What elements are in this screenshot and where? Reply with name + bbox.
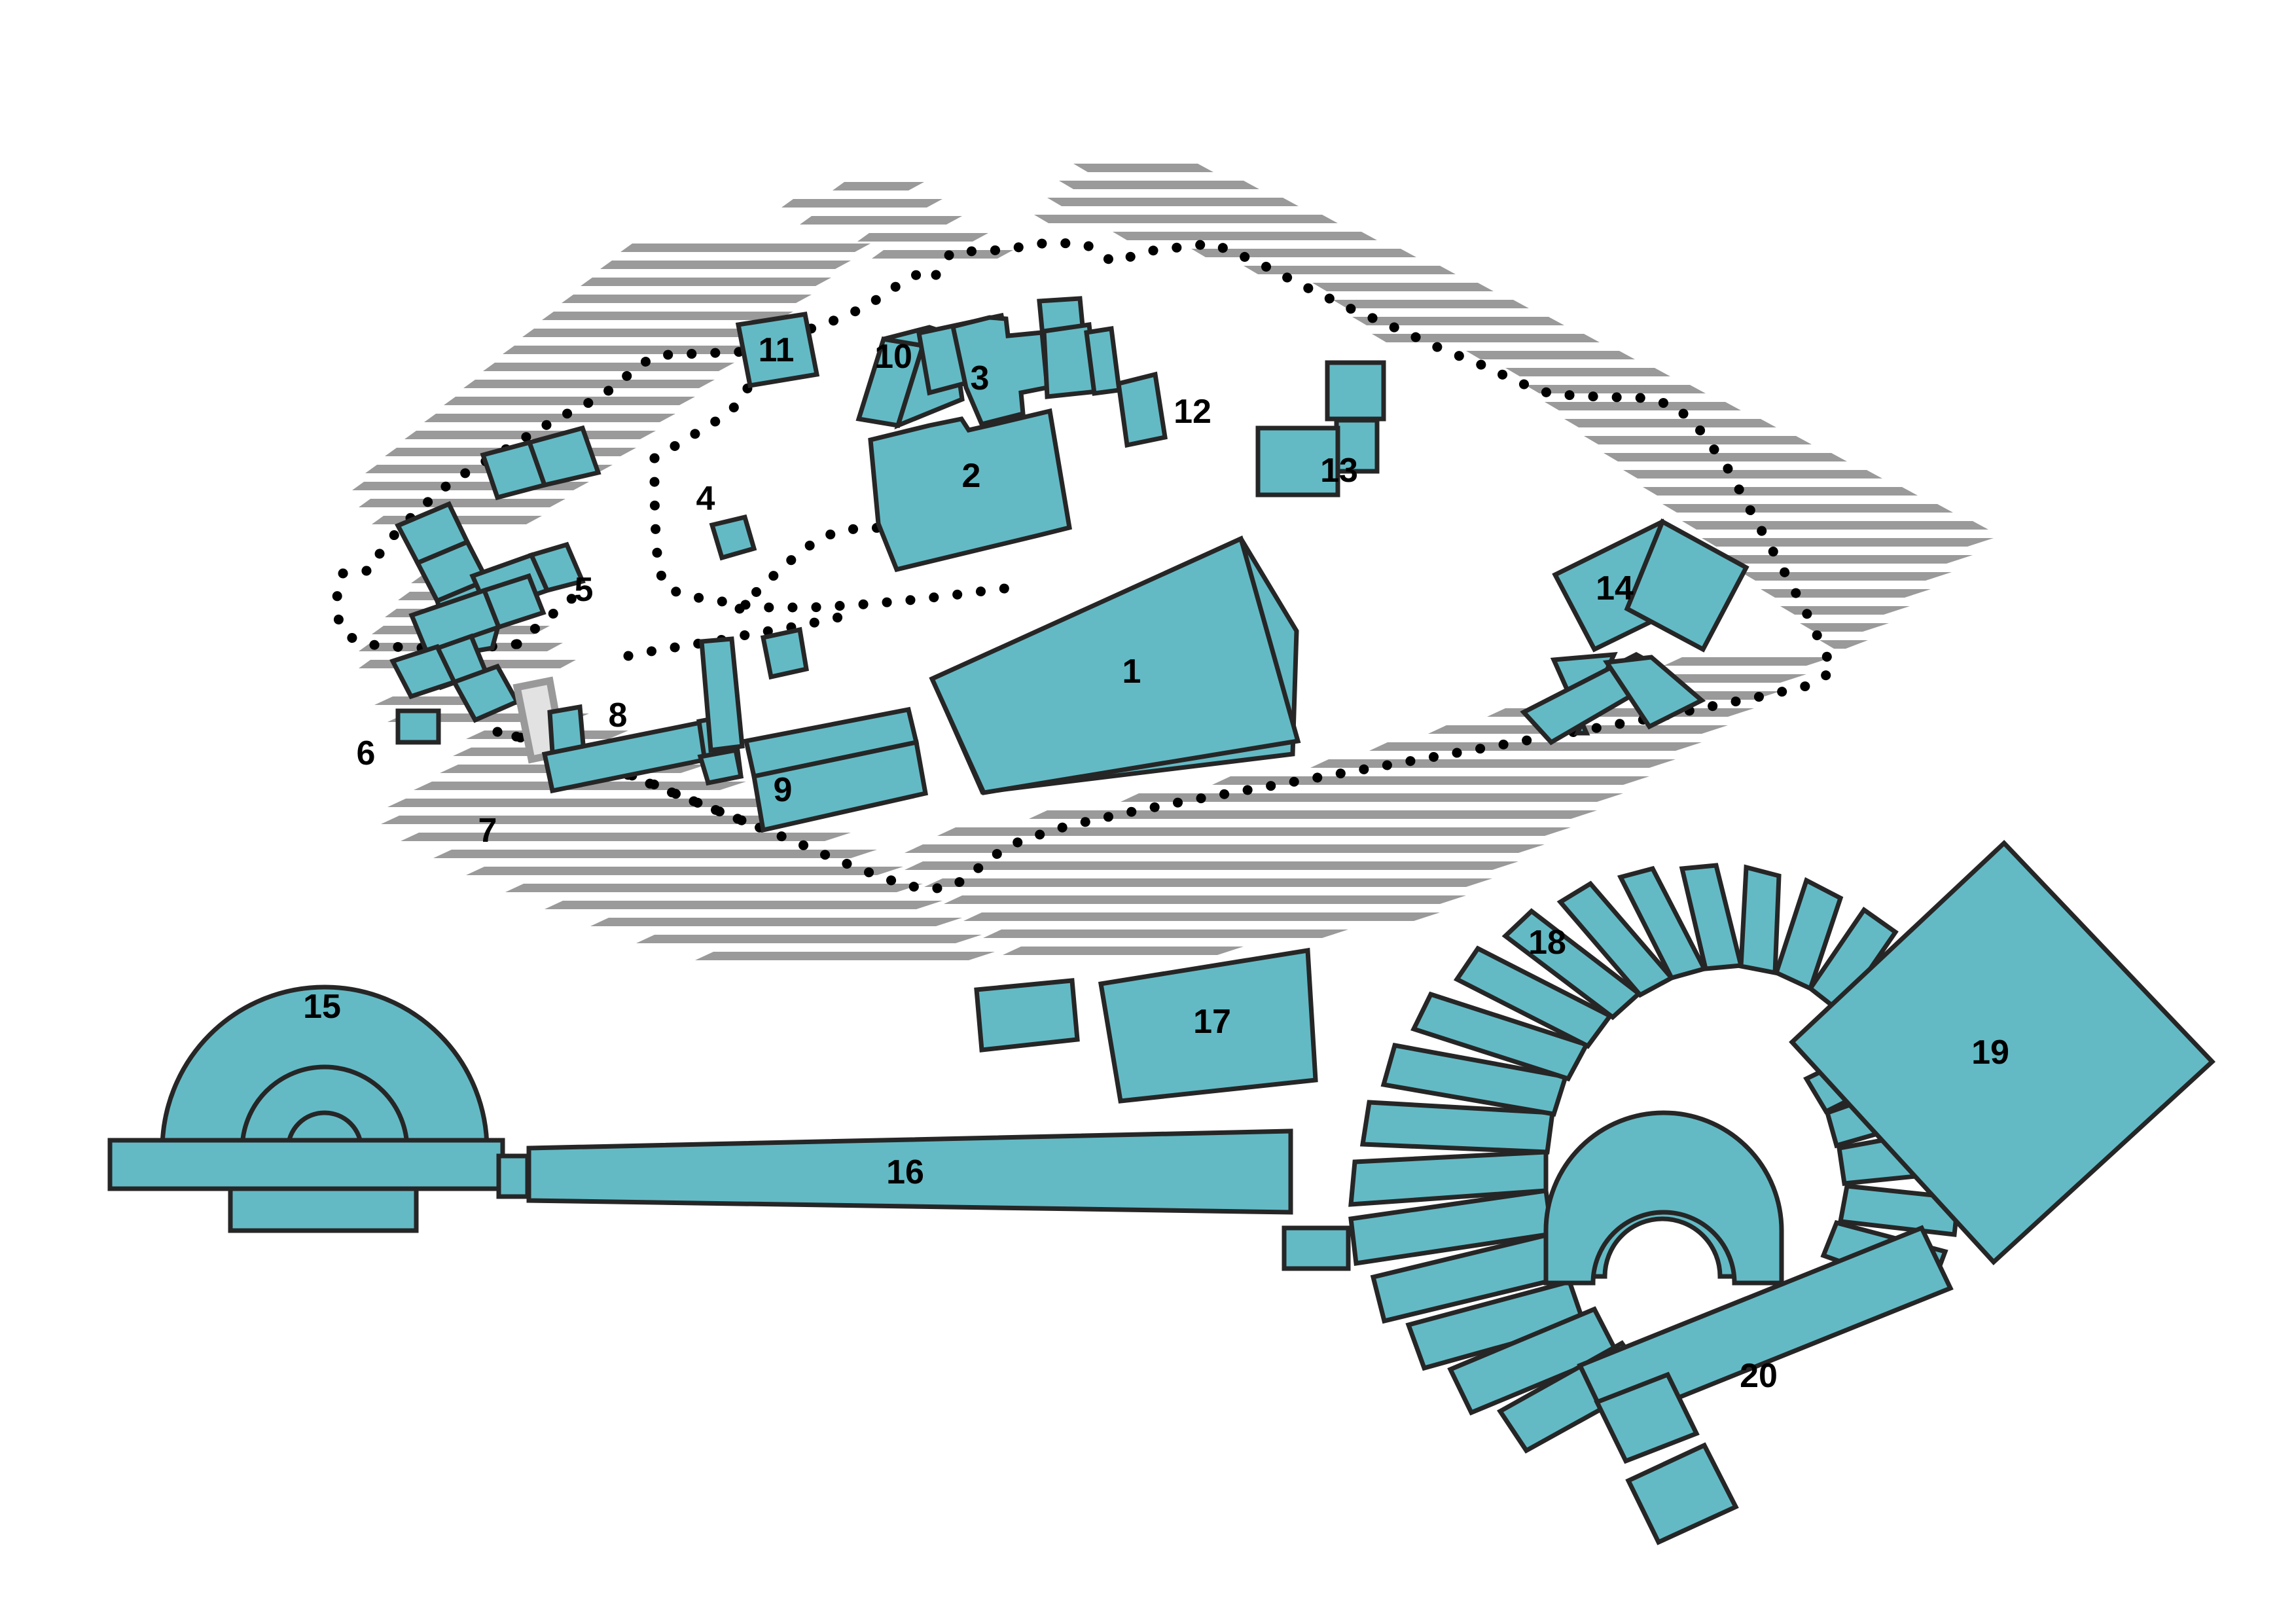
label-20: 20 — [1740, 1357, 1778, 1395]
structure-15-stage-block — [228, 1186, 419, 1233]
structure-14[interactable] — [1520, 651, 1706, 746]
label-14: 14 — [1596, 569, 1634, 607]
hachure-top-left-peak — [781, 182, 1013, 259]
label-2: 2 — [962, 457, 981, 495]
hachure-southwest — [374, 696, 995, 960]
structure-13[interactable] — [1255, 360, 1386, 497]
structure-5[interactable] — [480, 425, 601, 501]
structure-17-annex[interactable] — [974, 978, 1080, 1053]
label-10: 10 — [874, 338, 912, 376]
label-11: 11 — [759, 331, 795, 369]
escarpment-hachure-group — [352, 164, 1994, 960]
boundary-west-loop — [649, 453, 1026, 613]
structure-17[interactable] — [1098, 947, 1318, 1104]
label-9: 9 — [774, 771, 793, 809]
structure-3[interactable] — [950, 296, 1122, 427]
label-8: 8 — [609, 696, 628, 734]
label-17: 17 — [1193, 1003, 1231, 1041]
label-7: 7 — [478, 812, 497, 850]
structure-1-main[interactable] — [929, 535, 1301, 795]
boundary-outer-terrace — [492, 237, 1839, 894]
label-15: 15 — [303, 988, 341, 1026]
label-5: 5 — [575, 571, 594, 609]
structure-labels: 1 2 3 4 5 6 7 8 9 10 11 12 13 14 15 16 1… — [303, 331, 2009, 1395]
hachure-northwest — [352, 244, 870, 524]
label-4: 4 — [696, 480, 715, 518]
label-19: 19 — [1971, 1034, 2009, 1072]
orchestra-ring-outer — [1543, 1110, 1784, 1286]
structure-20[interactable] — [1577, 1225, 1954, 1545]
hachure-northeast — [1312, 283, 1994, 649]
structure-14-blocks[interactable] — [1552, 518, 1749, 653]
hachure-top-right-peak — [1034, 164, 1456, 274]
structure-5-lower[interactable] — [389, 573, 547, 700]
structure-19[interactable] — [1789, 840, 2215, 1265]
structure-9-north-wing[interactable] — [699, 636, 745, 753]
boundary-mid-spur — [512, 583, 588, 649]
label-16: 16 — [886, 1153, 924, 1191]
label-6: 6 — [357, 734, 376, 772]
odeon-arc-mid — [240, 1064, 410, 1150]
structure-8-annex[interactable] — [760, 626, 809, 680]
structure-4[interactable] — [709, 514, 757, 561]
structure-6[interactable] — [395, 708, 441, 745]
structure-9[interactable] — [743, 706, 929, 833]
structure-11[interactable] — [735, 312, 820, 389]
structure-15-scaenae — [107, 1138, 505, 1191]
structure-16-east-annex[interactable] — [1282, 1225, 1351, 1271]
label-18: 18 — [1528, 924, 1566, 962]
structure-2[interactable] — [868, 408, 1072, 573]
odeon-arc-inner — [285, 1110, 364, 1150]
structure-12[interactable] — [1116, 371, 1168, 448]
structure-16-west-annex[interactable] — [496, 1153, 530, 1199]
label-13: 13 — [1320, 452, 1358, 490]
boundary-court-edge — [734, 522, 905, 614]
label-1: 1 — [1122, 653, 1141, 691]
label-3: 3 — [971, 359, 990, 397]
structure-15-odeon[interactable] — [107, 984, 505, 1233]
boundary-south-arm — [623, 610, 853, 661]
label-12: 12 — [1174, 393, 1211, 431]
